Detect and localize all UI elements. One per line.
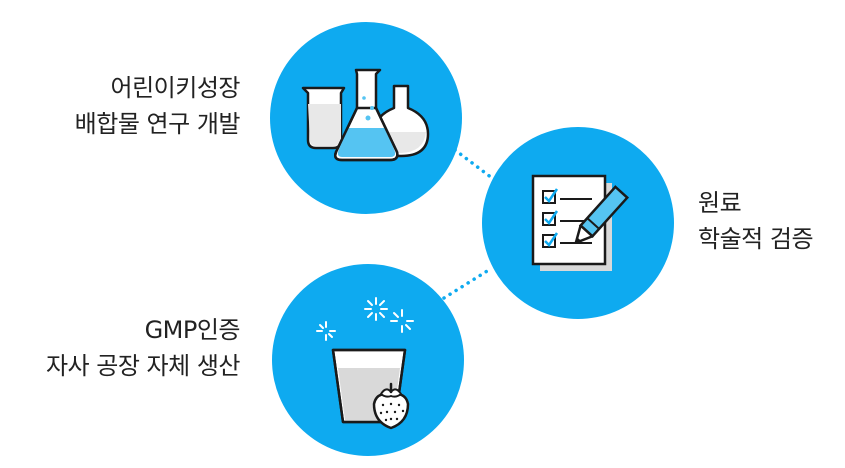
verification-label-line-1: 원료	[698, 189, 742, 217]
verification-label: 원료 학술적 검증	[698, 185, 814, 257]
circle-formula	[270, 22, 462, 214]
circle-production	[272, 264, 464, 456]
formula-label-line-2: 배합물 연구 개발	[74, 110, 241, 138]
circle-verification	[482, 127, 674, 319]
lab-flasks-icon	[301, 68, 430, 162]
production-label: GMP인증 자사 공장 자체 생산	[45, 312, 241, 384]
formula-label-line-1: 어린이키성장	[110, 74, 241, 102]
strawberry-drink-icon	[316, 297, 414, 430]
production-label-line-2: 자사 공장 자체 생산	[45, 352, 241, 380]
connector-top	[453, 148, 494, 180]
sparkle-icon	[316, 297, 414, 341]
connector-bottom	[442, 266, 494, 300]
verification-label-line-2: 학술적 검증	[698, 225, 814, 253]
connector-lines	[442, 148, 494, 300]
checklist-pencil-icon	[531, 174, 630, 271]
production-label-line-1: GMP인증	[144, 316, 241, 344]
formula-label: 어린이키성장 배합물 연구 개발	[74, 70, 241, 142]
